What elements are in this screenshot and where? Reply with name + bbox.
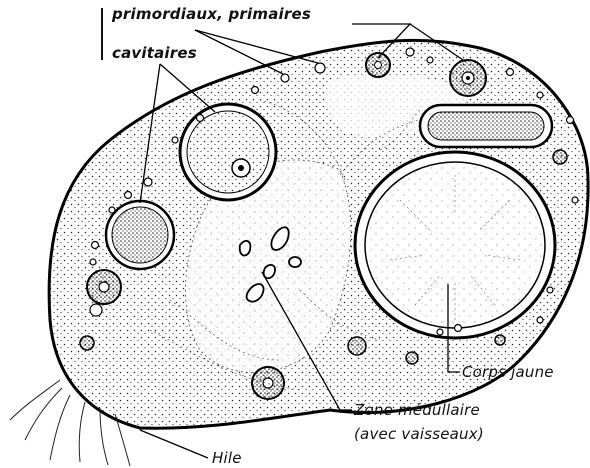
label-cavitaires: cavitaires	[112, 44, 197, 62]
label-zone-medullaire: Zone médullaire	[354, 401, 480, 419]
label-zone-medullaire-vessels: (avec vaisseaux)	[354, 425, 484, 443]
cavitary-follicle-left	[106, 201, 174, 269]
label-corps-jaune: Corps jaune	[462, 363, 554, 381]
cavitary-follicle-large	[180, 104, 276, 200]
corpus-luteum	[355, 152, 555, 338]
primary-follicle-top	[366, 53, 390, 77]
primary-follicle-bottom	[252, 367, 284, 399]
elongated-follicle	[420, 105, 552, 147]
label-bracket	[101, 8, 103, 60]
primary-follicle-top-right	[450, 60, 486, 96]
label-primordiaux-primaires: primordiaux, primaires	[112, 5, 311, 23]
primary-follicle-left	[87, 270, 121, 304]
label-hile: Hile	[212, 449, 242, 467]
